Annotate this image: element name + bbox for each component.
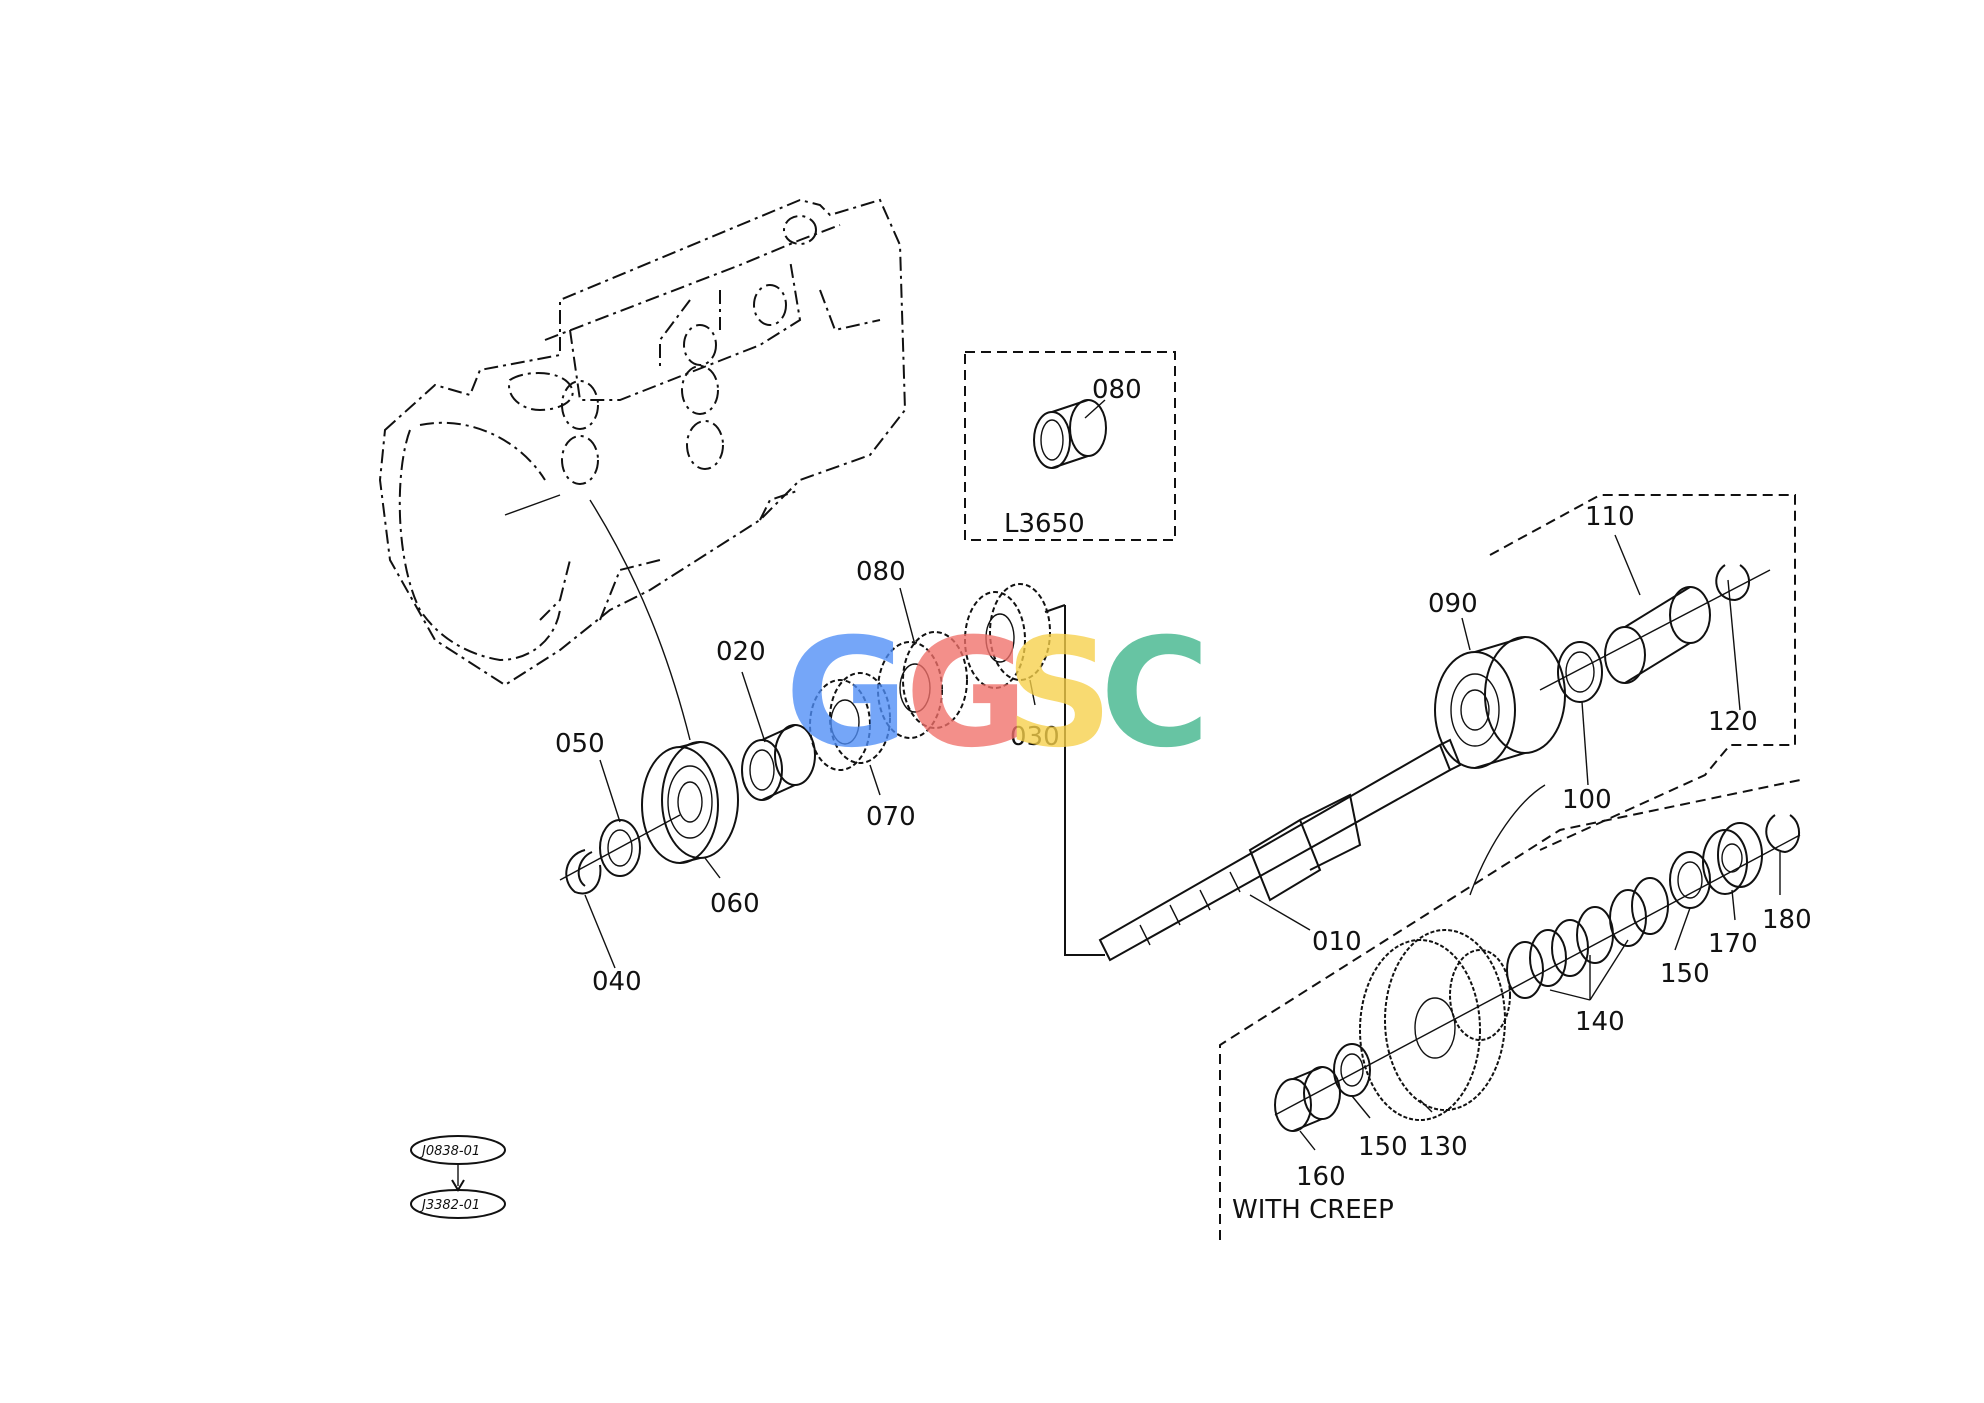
snap-ring-180 xyxy=(1765,814,1800,854)
gear-080 xyxy=(877,631,968,739)
variant-box-l3650: 080 L3650 xyxy=(964,351,1176,541)
label-150-left: 150 xyxy=(1358,1132,1408,1162)
main-shaft-010 xyxy=(1044,604,1462,962)
ref-old-code: J0838-01 xyxy=(419,1144,480,1159)
gear-030 xyxy=(964,583,1051,689)
creep-assembly-boundary xyxy=(1219,779,1801,1240)
label-060: 060 xyxy=(710,889,760,919)
bearing-090 xyxy=(1434,636,1566,769)
ref-new-code: J3382-01 xyxy=(419,1198,480,1213)
label-050: 050 xyxy=(555,729,605,759)
label-010: 010 xyxy=(1312,927,1362,957)
arrow-creep xyxy=(1469,784,1546,896)
snap-ring-040 xyxy=(565,849,602,895)
label-090: 090 xyxy=(1428,589,1478,619)
sleeve-110 xyxy=(1604,586,1711,684)
leader-lines xyxy=(584,534,1781,1151)
bushing-160 xyxy=(1274,1066,1341,1132)
label-080-variant: 080 xyxy=(1092,375,1142,405)
label-120: 120 xyxy=(1708,707,1758,737)
label-020: 020 xyxy=(716,637,766,667)
washer-100 xyxy=(1557,641,1603,703)
watermark-logo: G G S C xyxy=(785,607,1210,781)
label-with-creep: WITH CREEP xyxy=(1232,1195,1394,1225)
collar-020 xyxy=(741,724,816,801)
transmission-case xyxy=(378,198,907,741)
label-140: 140 xyxy=(1575,1007,1625,1037)
label-030: 030 xyxy=(1010,722,1060,752)
bearing-060 xyxy=(641,741,739,864)
label-170: 170 xyxy=(1708,929,1758,959)
collar-170 xyxy=(1702,822,1763,895)
part-labels: 010 020 030 040 050 060 070 080 090 100 … xyxy=(555,502,1812,1225)
watermark-letter-2: G xyxy=(905,607,1028,781)
label-130: 130 xyxy=(1418,1132,1468,1162)
dashed-box-upper-right xyxy=(1489,494,1796,851)
label-070: 070 xyxy=(866,802,916,832)
label-080: 080 xyxy=(856,557,906,587)
label-150-right: 150 xyxy=(1660,959,1710,989)
label-160: 160 xyxy=(1296,1162,1346,1192)
label-040: 040 xyxy=(592,967,642,997)
watermark-letter-1: G xyxy=(785,607,908,781)
label-110: 110 xyxy=(1585,502,1635,532)
watermark-letter-4: C xyxy=(1100,607,1210,781)
label-l3650: L3650 xyxy=(1004,509,1085,539)
gear-070 xyxy=(809,672,891,771)
gear-130 xyxy=(1359,929,1511,1121)
reference-codes: J0838-01 J3382-01 xyxy=(410,1135,506,1219)
needle-bearings-140 xyxy=(1506,877,1669,999)
snap-ring-120 xyxy=(1715,564,1750,602)
label-100: 100 xyxy=(1562,785,1612,815)
label-180: 180 xyxy=(1762,905,1812,935)
bushing-080-variant xyxy=(1033,399,1107,469)
watermark-letter-3: S xyxy=(1005,607,1113,781)
